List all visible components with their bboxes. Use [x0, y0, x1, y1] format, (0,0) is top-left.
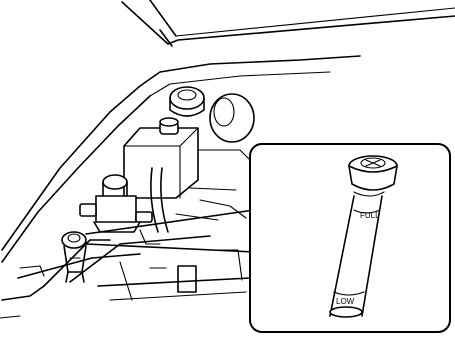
open-hood [122, 0, 455, 46]
engine-components [80, 87, 254, 244]
full-level-label: FULL [360, 211, 380, 220]
low-level-label: LOW [336, 297, 355, 306]
